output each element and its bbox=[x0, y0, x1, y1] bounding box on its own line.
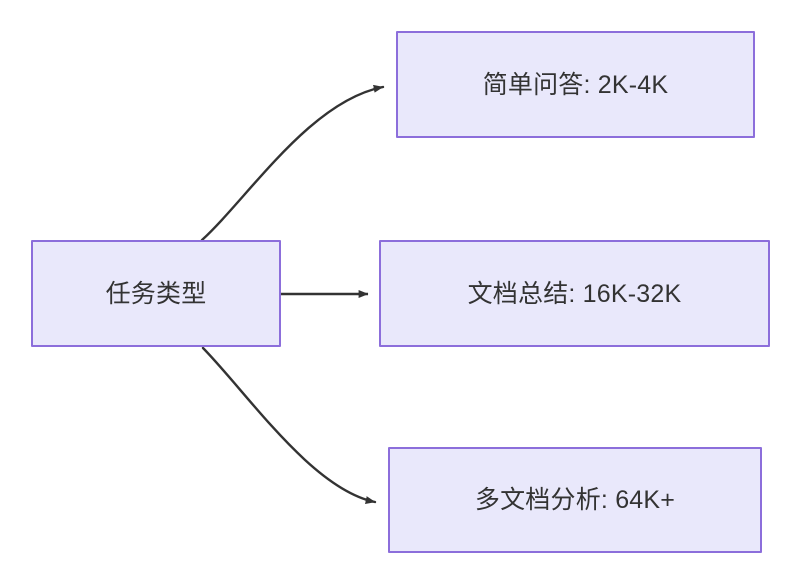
node-task-type[interactable]: 任务类型 bbox=[31, 240, 281, 347]
edge-task-to-simple-qa bbox=[200, 84, 385, 242]
edge-task-to-multi-doc bbox=[201, 346, 377, 505]
node-doc-summary-label: 文档总结: 16K-32K bbox=[467, 279, 682, 308]
node-simple-qa-label: 简单问答: 2K-4K bbox=[482, 70, 669, 99]
node-simple-qa[interactable]: 简单问答: 2K-4K bbox=[396, 31, 755, 138]
node-task-type-label: 任务类型 bbox=[105, 279, 207, 308]
node-doc-summary[interactable]: 文档总结: 16K-32K bbox=[379, 240, 770, 347]
node-multi-doc-label: 多文档分析: 64K+ bbox=[474, 486, 676, 514]
node-multi-doc[interactable]: 多文档分析: 64K+ bbox=[388, 447, 762, 553]
